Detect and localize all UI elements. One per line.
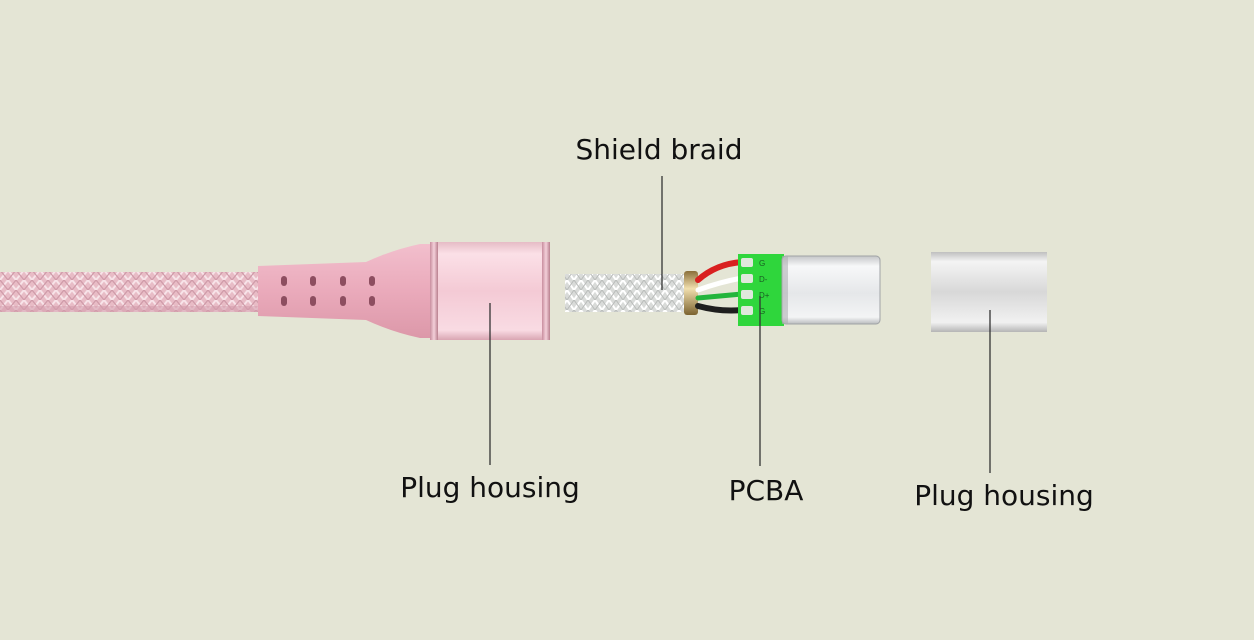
label-plug-housing-left: Plug housing [400, 471, 580, 504]
silver-plug-housing [931, 252, 1047, 332]
connector-side-shadow [782, 256, 788, 324]
pink-housing-rim-right [542, 242, 550, 340]
strain-relief [258, 244, 434, 338]
label-pcba: PCBA [728, 474, 804, 507]
leader-lines [489, 176, 991, 473]
strain-relief-slots [281, 276, 375, 306]
svg-text:D-: D- [759, 275, 768, 284]
label-shield-braid: Shield braid [575, 133, 743, 166]
pcba-pin-marks: G D- D+ G [759, 259, 770, 316]
label-plug-housing-right: Plug housing [914, 479, 1094, 512]
svg-text:G: G [759, 307, 765, 316]
gold-crimp-ring [684, 271, 698, 315]
inner-wires [695, 259, 745, 314]
usb-c-metal-connector [781, 255, 881, 325]
svg-text:G: G [759, 259, 765, 268]
cable-shadow-edge [0, 306, 270, 312]
pcba-solder-pads [741, 258, 753, 315]
pink-housing-rim-left [430, 242, 438, 340]
svg-text:D+: D+ [759, 291, 770, 300]
pink-braided-cable [0, 272, 270, 312]
shield-braid [565, 274, 685, 312]
